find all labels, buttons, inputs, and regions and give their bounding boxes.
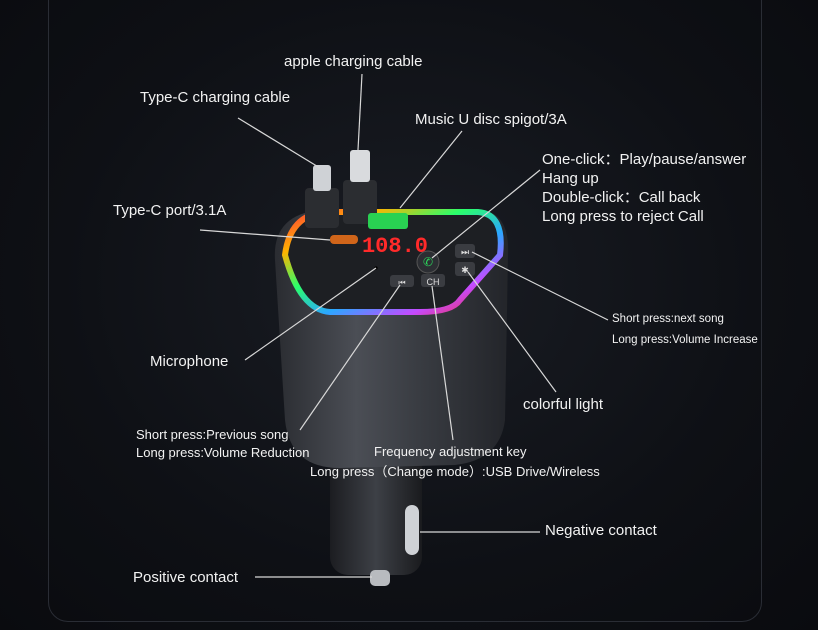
usb-port bbox=[368, 213, 408, 229]
ch-label: CH bbox=[427, 277, 440, 287]
label-negative-contact: Negative contact bbox=[545, 522, 657, 539]
label-prev-key: Short press:Previous song Long press:Vol… bbox=[136, 426, 309, 462]
label-apple-cable: apple charging cable bbox=[284, 53, 423, 70]
label-typec-port: Type-C port/3.1A bbox=[113, 202, 227, 219]
type-c-port bbox=[330, 235, 358, 244]
negative-contact-spring bbox=[405, 505, 419, 555]
call-key-line: Long press to reject Call bbox=[542, 208, 704, 225]
cables bbox=[305, 150, 377, 228]
ch-button[interactable] bbox=[421, 274, 445, 287]
light-button[interactable] bbox=[455, 262, 475, 276]
next-key-line: Short press:next song bbox=[612, 313, 724, 325]
label-music-u-disc: Music U disc spigot/3A bbox=[415, 111, 567, 128]
label-call-key: One-click：Play/pause/answer Hang up Doub… bbox=[542, 150, 746, 226]
type-c-connector bbox=[313, 165, 331, 191]
positive-contact-tip bbox=[370, 570, 390, 586]
next-icon: ⏭ bbox=[461, 247, 469, 257]
display-readout: 108.0 bbox=[362, 234, 428, 259]
label-next-key: Short press:next song Long press:Volume … bbox=[612, 312, 758, 348]
car-plug bbox=[330, 440, 422, 586]
label-typec-cable: Type-C charging cable bbox=[140, 89, 291, 106]
call-key-line: One-click：Play/pause/answer bbox=[542, 151, 747, 168]
next-key-line: Long press:Volume Increase bbox=[612, 334, 758, 346]
label-colorful-light: colorful light bbox=[523, 396, 604, 413]
lightning-connector bbox=[350, 150, 370, 182]
call-key-line: Hang up bbox=[542, 170, 599, 187]
light-icon: ✱ bbox=[461, 265, 469, 275]
label-freq-key-detail: Long press（Change mode）:USB Drive/Wirele… bbox=[310, 464, 600, 479]
next-button[interactable] bbox=[455, 244, 475, 258]
call-key-line: Double-click：Call back bbox=[542, 189, 701, 206]
prev-key-line: Long press:Volume Reduction bbox=[136, 445, 310, 460]
prev-icon: ⏮ bbox=[398, 278, 405, 287]
prev-button[interactable] bbox=[390, 275, 414, 287]
leader-lines bbox=[199, 73, 609, 578]
phone-icon: ✆ bbox=[423, 255, 433, 269]
prev-key-line: Short press:Previous song bbox=[136, 427, 289, 442]
label-microphone: Microphone bbox=[150, 353, 229, 370]
frame-border bbox=[48, 0, 762, 622]
label-freq-key-title: Frequency adjustment key bbox=[374, 444, 527, 459]
label-positive-contact: Positive contact bbox=[133, 569, 239, 586]
device-body bbox=[274, 209, 509, 468]
